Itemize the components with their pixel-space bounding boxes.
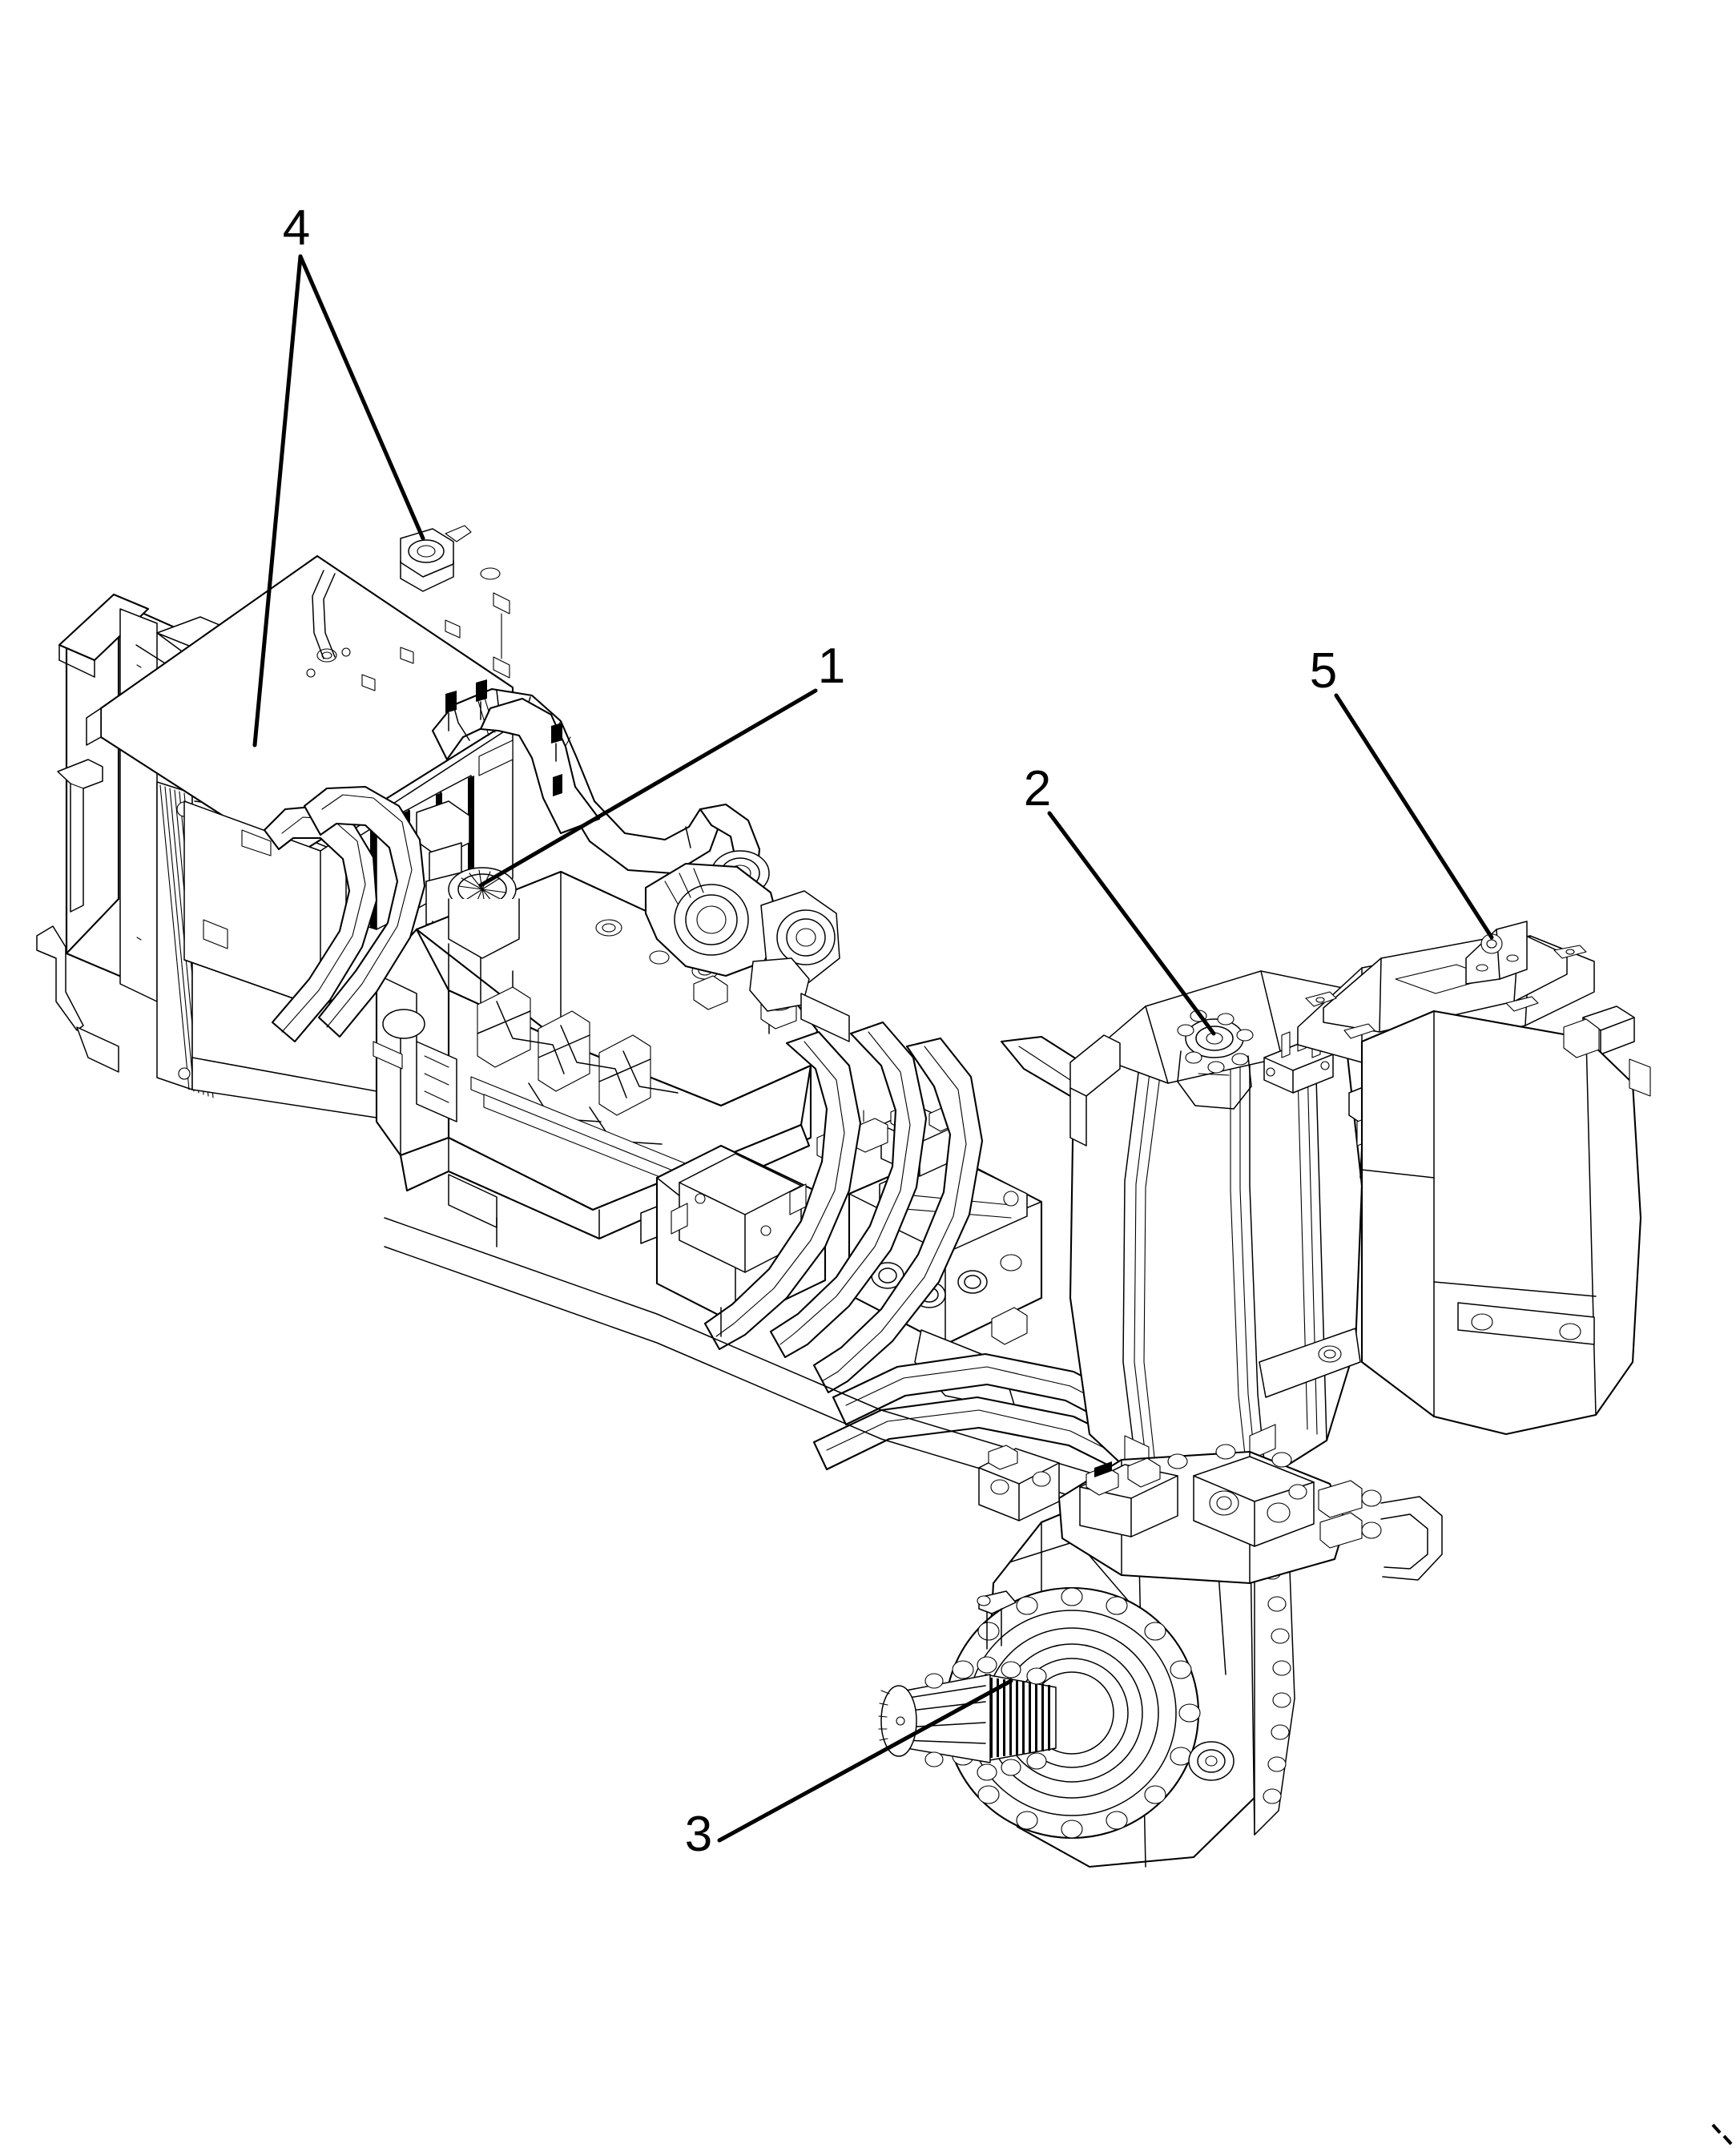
- leader-line-2: [1047, 811, 1216, 1036]
- tank-fill-cap: [1177, 1010, 1254, 1110]
- callout-1: 1: [478, 639, 845, 888]
- splined-output-shaft: [878, 1656, 1057, 1781]
- callout-2: 2: [1024, 761, 1216, 1036]
- callout-number-3: 3: [685, 1807, 712, 1862]
- controller-module: [1297, 921, 1635, 1063]
- terminal-block: [1263, 1025, 1334, 1094]
- leader-line-5: [1334, 693, 1494, 940]
- leader-line-4a: [252, 254, 303, 748]
- leader-line-1: [478, 688, 818, 888]
- cooler-cap-pod: [400, 525, 472, 592]
- corner-registration-marks: [1711, 2123, 1733, 2146]
- drive-motor: [1057, 1444, 1443, 1585]
- hydraulic-tank: [1069, 970, 1388, 1481]
- controller-bracket: [1465, 921, 1528, 985]
- brake-valve-block: [978, 1445, 1060, 1521]
- callout-number-5: 5: [1310, 643, 1337, 699]
- rail-fasteners: [306, 567, 510, 691]
- callout-number-2: 2: [1024, 761, 1051, 816]
- leader-line-4b: [298, 254, 425, 541]
- turbocharger: [644, 862, 840, 983]
- tank-rear-panel: [1360, 1010, 1651, 1436]
- hose-studs: [445, 679, 562, 796]
- callout-4: 4: [252, 200, 425, 748]
- engine-oil-filler-cap: [448, 867, 520, 959]
- callout-number-1: 1: [818, 639, 845, 694]
- leader-line-3: [717, 1679, 1013, 1843]
- callout-5: 5: [1310, 643, 1494, 940]
- callout-layer: 4 1 2 5 3: [252, 200, 1494, 1862]
- callout-number-4: 4: [283, 200, 310, 256]
- callout-3: 3: [685, 1679, 1013, 1862]
